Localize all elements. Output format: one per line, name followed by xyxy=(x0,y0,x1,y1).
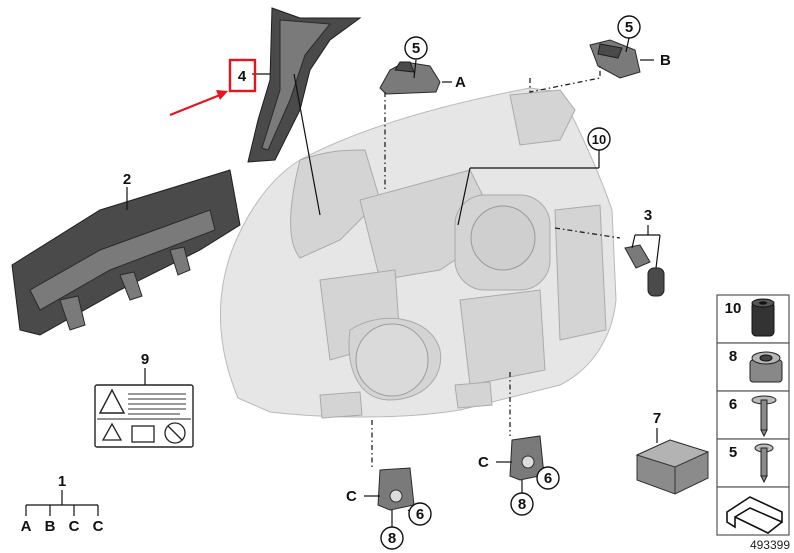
diagram-id: 493399 xyxy=(750,538,790,552)
legend-8-label: 8 xyxy=(729,348,737,365)
callout-5b: 5 xyxy=(617,15,641,39)
callout-5b-label: 5 xyxy=(625,19,633,36)
letter-b: B xyxy=(660,52,671,69)
adjuster-part-3 xyxy=(624,244,665,297)
clip-part-5-a xyxy=(379,61,441,95)
legend-10-label: 10 xyxy=(725,300,742,317)
leader-lines xyxy=(25,37,661,528)
callout-7: 7 xyxy=(653,410,661,427)
tree-leaf-c-2: C xyxy=(93,518,104,535)
callout-4: 4 xyxy=(238,68,247,85)
callout-9: 9 xyxy=(141,351,149,368)
headlight-housing xyxy=(220,87,617,419)
callout-8a-label: 8 xyxy=(388,530,396,547)
screw-icon xyxy=(754,443,774,484)
highlight-arrow xyxy=(169,90,228,117)
callout-5a-label: 5 xyxy=(412,40,420,57)
clip-part-5-b xyxy=(589,39,641,79)
callout-8a: 8 xyxy=(380,526,404,550)
bracket-c-right xyxy=(509,435,545,481)
highlight-box xyxy=(228,58,257,93)
callout-6b: 6 xyxy=(536,466,560,490)
legend-6-label: 6 xyxy=(729,396,737,413)
tree-leaf-b: B xyxy=(45,518,56,535)
bracket-c-left xyxy=(377,467,415,511)
callout-2: 2 xyxy=(123,171,131,188)
callout-1: 1 xyxy=(58,473,66,490)
callout-6b-label: 6 xyxy=(544,470,552,487)
callout-5a: 5 xyxy=(404,36,428,60)
legend-5-label: 5 xyxy=(729,444,737,461)
letter-c-right: C xyxy=(478,454,489,471)
package-symbol-icon xyxy=(726,496,783,534)
letter-c-left: C xyxy=(346,488,357,505)
callout-10: 10 xyxy=(587,127,611,151)
warning-label-part-9 xyxy=(94,384,194,448)
callout-6a: 6 xyxy=(408,502,432,526)
box-part-7 xyxy=(635,439,710,495)
callout-3: 3 xyxy=(644,207,652,224)
callout-10-label: 10 xyxy=(592,132,606,147)
tree-leaf-a: A xyxy=(21,518,32,535)
speed-nut-icon xyxy=(749,351,783,383)
dashed-connections xyxy=(371,66,621,470)
letter-a: A xyxy=(455,74,466,91)
sleeve-icon xyxy=(751,298,775,337)
tree-leaf-c-1: C xyxy=(69,518,80,535)
legend-column: 10 8 6 5 xyxy=(716,294,790,536)
callout-8b: 8 xyxy=(510,492,534,516)
washer-screw-icon xyxy=(751,395,777,438)
seal-part-4 xyxy=(247,7,362,163)
callout-6a-label: 6 xyxy=(416,506,424,523)
bracket-part-2 xyxy=(11,169,241,336)
callout-8b-label: 8 xyxy=(518,496,526,513)
